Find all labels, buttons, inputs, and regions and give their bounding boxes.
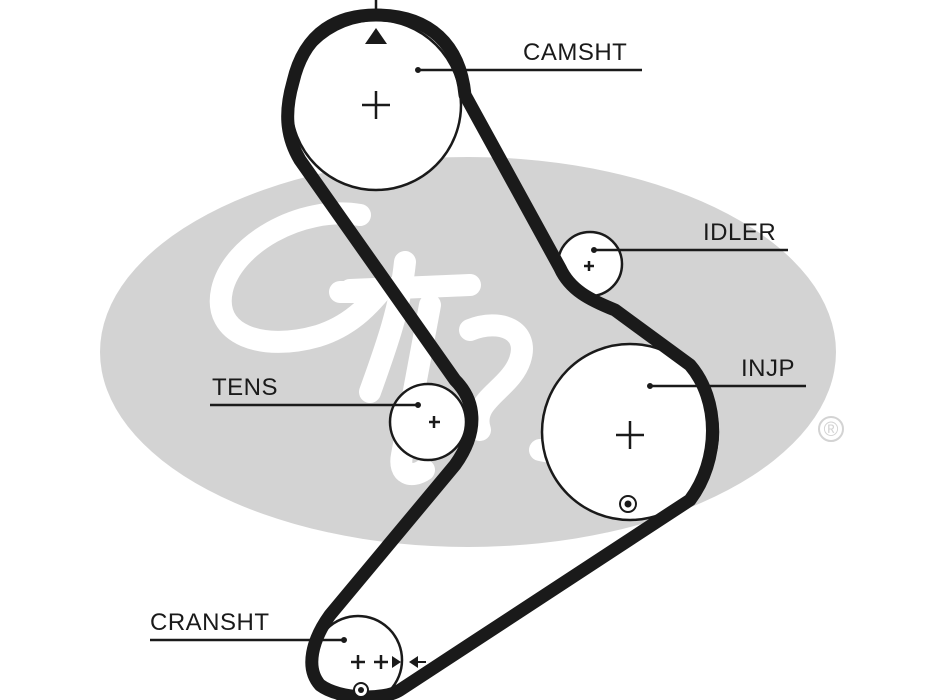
idler-leader-dot	[591, 247, 597, 253]
crankshaft-center-cross-icons	[351, 655, 388, 669]
camshaft-label: CAMSHT	[523, 39, 627, 66]
component-labels: CAMSHT IDLER INJP TENS CRANSHT	[150, 39, 795, 636]
injection-pump-label: INJP	[741, 355, 795, 382]
pulley-centers	[351, 91, 644, 669]
camshaft-leader-dot	[415, 67, 421, 73]
tensioner-center-cross-icon	[429, 416, 440, 428]
crank-alignment-arrows-icon	[392, 656, 426, 668]
injection-pump-leader-dot	[647, 383, 653, 389]
watermark-ellipse	[100, 157, 836, 547]
gates-watermark: ®	[100, 157, 844, 547]
tensioner-label: TENS	[212, 374, 278, 401]
timing-dot-icon	[619, 495, 637, 513]
leader-lines	[150, 67, 806, 643]
idler-center-cross-icon	[584, 261, 594, 271]
crankshaft-leader-dot	[341, 637, 347, 643]
registered-mark: ®	[818, 416, 844, 442]
timing-dot-icon	[353, 682, 369, 698]
idler-label: IDLER	[703, 219, 776, 246]
camshaft-center-cross-icon	[362, 91, 390, 119]
registered-mark-text: ®	[824, 419, 839, 441]
tensioner-pulley	[388, 382, 468, 462]
crankshaft-label: CRANSHT	[150, 609, 270, 636]
triangle-marker-icon	[365, 0, 387, 44]
timing-belt	[281, 8, 719, 700]
injection-pump-center-cross-icon	[616, 421, 644, 449]
tensioner-leader-dot	[415, 402, 421, 408]
